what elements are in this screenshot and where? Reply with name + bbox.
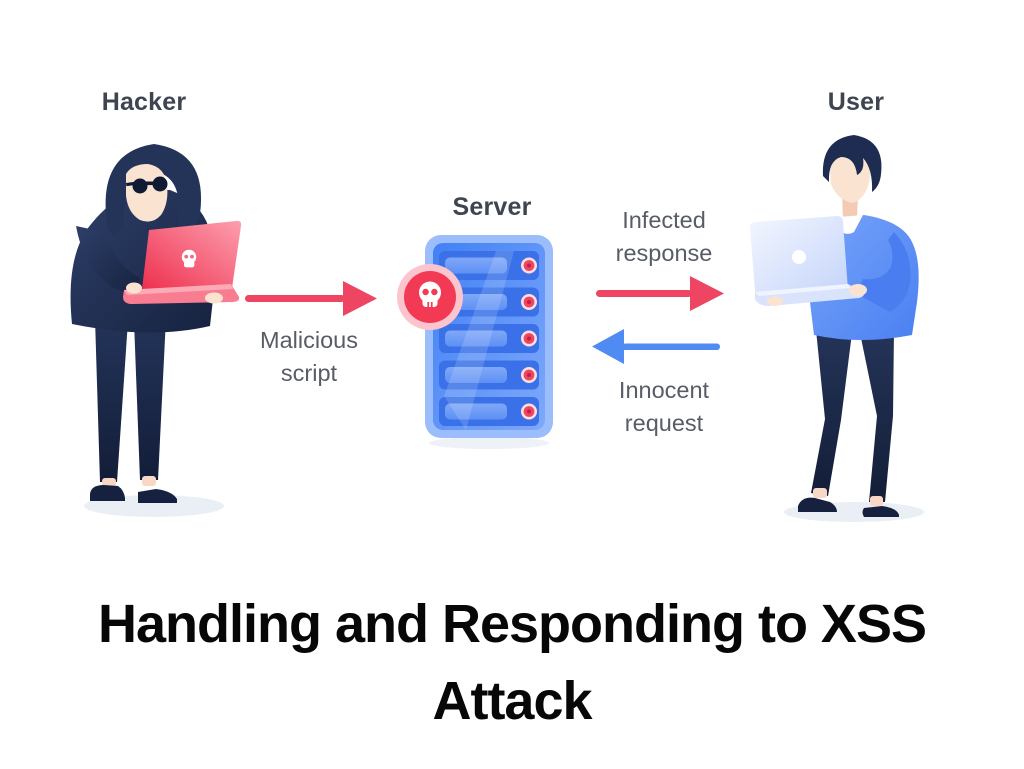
innocent-request-arrow — [592, 329, 720, 364]
laptop-logo-dot-icon — [792, 250, 806, 264]
server-illustration — [397, 235, 553, 449]
user-collar — [839, 215, 863, 234]
malicious-script-arrow — [245, 281, 377, 316]
user-illustration — [749, 135, 924, 522]
laptop-skull-icon — [181, 249, 197, 268]
malicious-script-label-line1: Malicious — [260, 327, 358, 353]
user-right-hand — [849, 284, 867, 296]
hacker-laptop-base-highlight — [124, 284, 233, 295]
hacker-legs — [90, 318, 177, 503]
server-shadow — [429, 437, 549, 449]
malicious-script-label-line2: script — [280, 360, 338, 386]
infected-response-label: Infected response — [574, 204, 754, 270]
server-label: Server — [452, 193, 532, 221]
hacker-left-hand — [126, 282, 142, 294]
user-label: User — [827, 88, 885, 116]
page-title-line1: Handling and Responding to XSS — [98, 594, 927, 654]
infected-response-arrow — [596, 276, 724, 311]
server-slots — [439, 251, 539, 426]
innocent-request-label-line2: request — [624, 410, 704, 436]
sunglasses-icon — [126, 176, 168, 194]
hacker-face — [126, 164, 168, 222]
hacker-hood — [105, 144, 202, 236]
skull-badge-icon — [397, 264, 463, 330]
user-left-hand — [767, 296, 783, 306]
page-title-line2: Attack — [432, 671, 592, 731]
page-title: Handling and Responding to XSS Attack — [0, 586, 1024, 740]
innocent-request-label: Innocent request — [574, 374, 754, 440]
hacker-right-hand — [205, 292, 223, 304]
server-sheen — [444, 251, 514, 430]
user-legs — [798, 330, 899, 517]
user-laptop-base-edge — [755, 284, 850, 296]
innocent-request-label-line1: Innocent — [618, 377, 710, 403]
hacker-illustration — [70, 144, 242, 517]
user-right-arm — [857, 232, 911, 312]
infected-response-label-line1: Infected — [622, 207, 706, 233]
malicious-script-label: Malicious script — [219, 324, 399, 390]
user-hair — [822, 135, 882, 192]
hacker-left-arm — [76, 226, 140, 296]
hacker-label: Hacker — [101, 88, 187, 116]
infected-response-label-line2: response — [615, 240, 713, 266]
